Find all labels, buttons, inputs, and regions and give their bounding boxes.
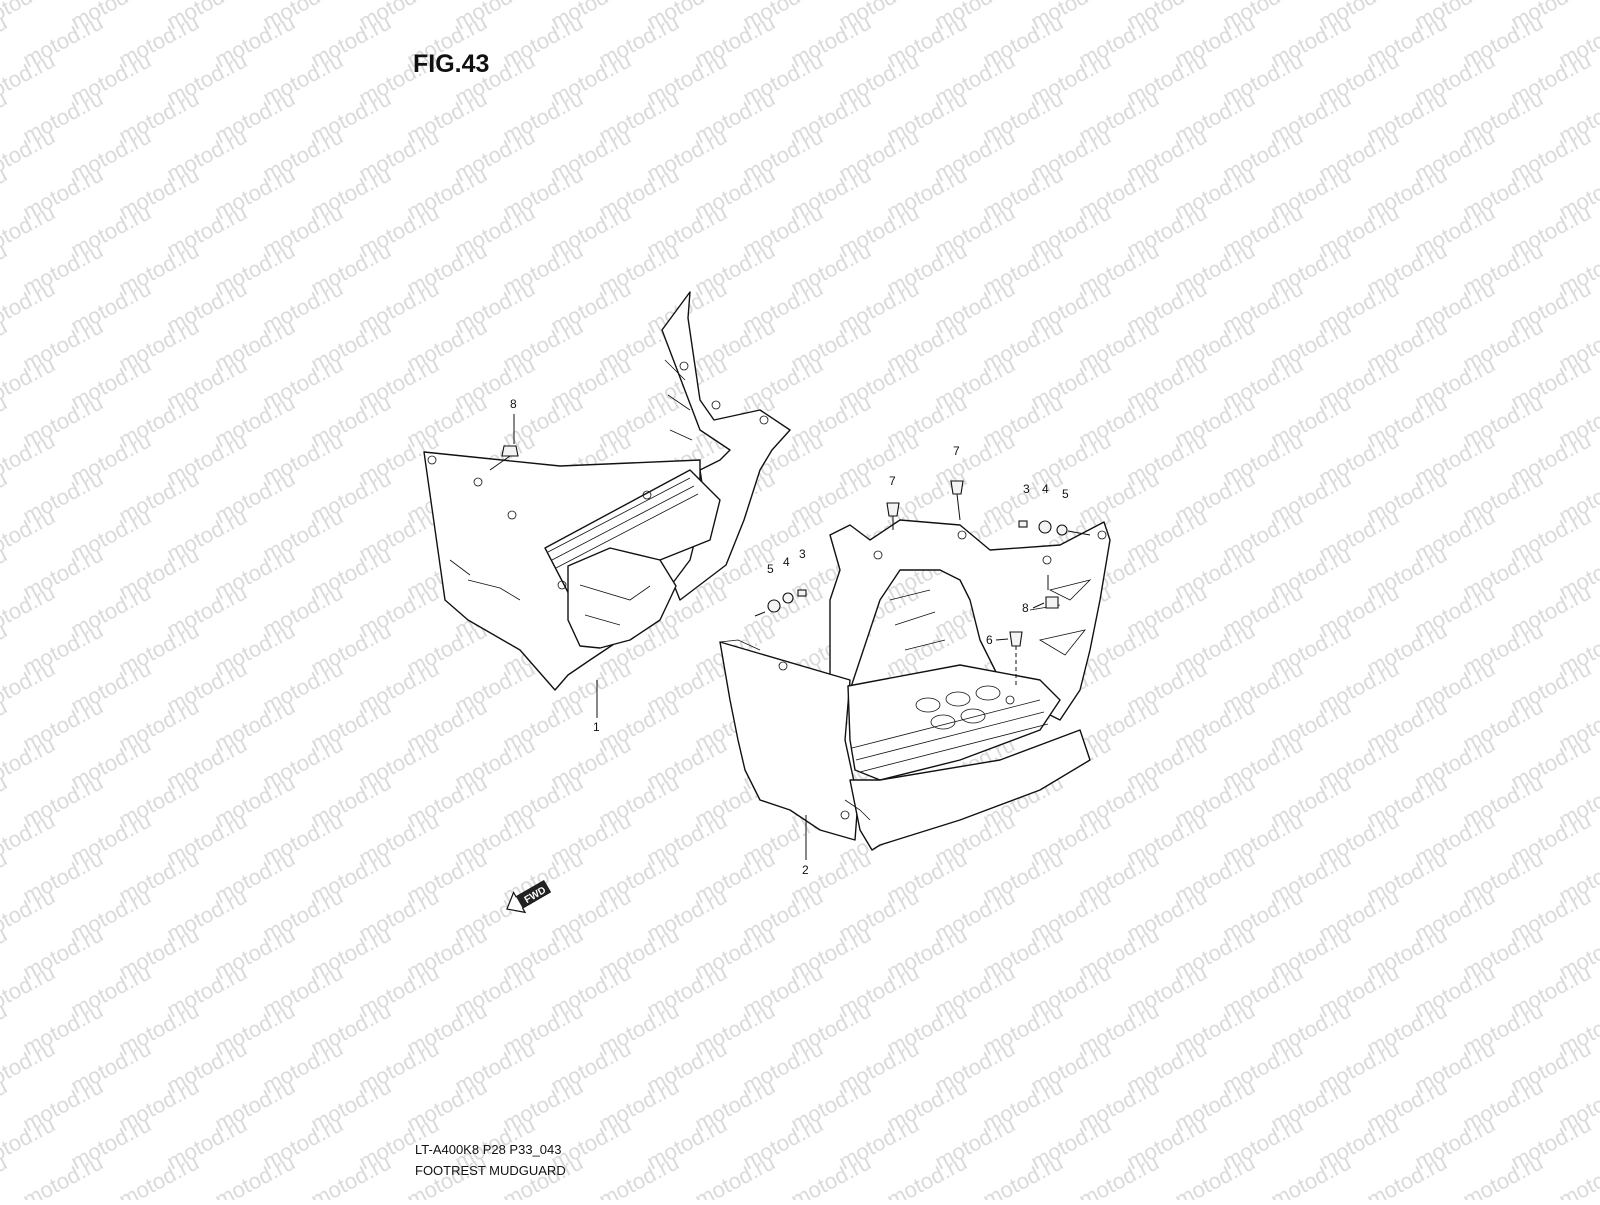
fastener-8-left — [489, 445, 519, 471]
watermark-text: motod.ru — [0, 808, 59, 871]
watermark-text: motod.ru — [1363, 1150, 1451, 1200]
watermark-text: motod.ru — [1555, 1150, 1600, 1200]
callout-4-left: 4 — [783, 555, 790, 569]
watermark-text: motod.ru — [1267, 1150, 1355, 1200]
part-2-right-mudguard — [719, 519, 1111, 851]
watermark-text: motod.ru — [0, 580, 59, 643]
watermark-text: motod.ru — [0, 124, 59, 187]
callout-7-right: 7 — [953, 444, 960, 458]
watermark-text: motod.ru — [1171, 1150, 1259, 1200]
callout-8-left: 8 — [510, 397, 517, 411]
callout-8-right: 8 — [1022, 601, 1029, 615]
watermark-text: motod.ru — [0, 504, 59, 567]
watermark-text: motod.ru — [691, 1150, 779, 1200]
watermark-text: motod.ru — [0, 1036, 59, 1099]
watermark-text: motod.ru — [0, 960, 59, 1023]
watermark-text: motod.ru — [211, 1150, 299, 1200]
watermark-text: motod.ru — [1459, 1150, 1547, 1200]
callout-5-left: 5 — [767, 562, 774, 576]
section-name: FOOTREST MUDGUARD — [415, 1163, 566, 1178]
watermark-text: motod.ru — [883, 1150, 971, 1200]
callout-7-left: 7 — [889, 474, 896, 488]
watermark-text: motod.ru — [0, 276, 59, 339]
model-code: LT-A400K8 P28 P33_043 — [415, 1142, 562, 1157]
callout-5-right: 5 — [1062, 487, 1069, 501]
watermark-text: motod.ru — [787, 1150, 875, 1200]
watermark-text: motod.ru — [979, 1150, 1067, 1200]
part-1-left-mudguard — [423, 291, 791, 691]
watermark-text: motod.ru — [0, 428, 59, 491]
callout-3-left: 3 — [799, 547, 806, 561]
callout-1: 1 — [593, 720, 600, 734]
watermark-text: motod.ru — [0, 200, 59, 263]
watermark-text: motod.ru — [115, 1150, 203, 1200]
fastener-7-right — [950, 480, 964, 521]
watermark-text: motod.ru — [0, 656, 59, 719]
figure-title: FIG.43 — [413, 50, 490, 78]
watermark-text: motod.ru — [0, 1112, 59, 1175]
fastener-8-right — [1045, 575, 1059, 609]
callout-3-right: 3 — [1023, 482, 1030, 496]
callout-6: 6 — [986, 633, 993, 647]
fastener-3-4-5-left — [754, 589, 807, 617]
watermark-text: motod.ru — [595, 1150, 683, 1200]
callout-4-right: 4 — [1042, 482, 1049, 496]
callout-2: 2 — [802, 863, 809, 877]
watermark-text: motod.ru — [0, 884, 59, 947]
fastener-3-4-5-right — [1018, 520, 1091, 536]
watermark-text: motod.ru — [19, 1150, 107, 1200]
watermark-text: motod.ru — [307, 1150, 395, 1200]
watermark-text: motod.ru — [0, 352, 59, 415]
fastener-7-left — [886, 502, 900, 530]
fastener-6 — [1009, 631, 1023, 688]
watermark-text: motod.ru — [0, 732, 59, 795]
watermark-text: motod.ru — [0, 48, 59, 111]
callout-labels: 1 2 3 3 4 4 5 5 6 7 7 8 8 — [510, 397, 1069, 877]
watermark-text: motod.ru — [1075, 1150, 1163, 1200]
